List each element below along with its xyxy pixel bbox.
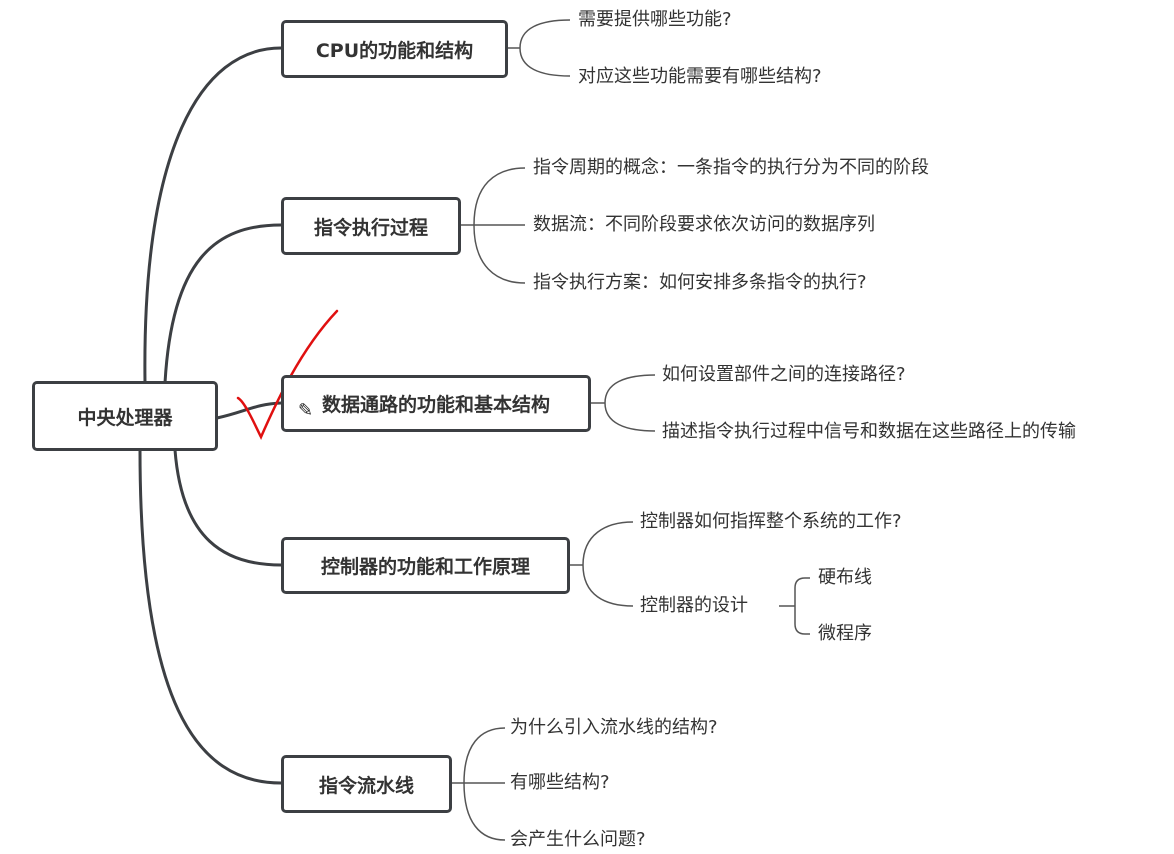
leaf-node-controller-design[interactable]: 控制器的设计: [640, 595, 748, 616]
leaf-node[interactable]: 微程序: [818, 623, 872, 644]
edge-root-branch-4: [173, 449, 282, 567]
leaf-node[interactable]: 会产生什么问题?: [510, 829, 646, 850]
pencil-icon: ✎: [298, 400, 314, 421]
leaf-node[interactable]: 对应这些功能需要有哪些结构?: [578, 66, 822, 87]
checkmark-icon: [236, 309, 339, 440]
bracket-branch-1: [507, 19, 571, 77]
leaf-node[interactable]: 描述指令执行过程中信号和数据在这些路径上的传输: [662, 421, 1076, 442]
bracket-controller-design: [779, 577, 810, 635]
edge-root-branch-1: [143, 46, 282, 384]
branch-node-cpu-function-structure[interactable]: CPU的功能和结构: [281, 20, 508, 78]
bracket-branch-5: [451, 727, 506, 841]
branch-node-controller[interactable]: 控制器的功能和工作原理: [281, 537, 570, 594]
leaf-node[interactable]: 硬布线: [818, 567, 872, 588]
edge-root-branch-5: [138, 449, 282, 785]
leaf-node[interactable]: 如何设置部件之间的连接路径?: [662, 364, 906, 385]
leaf-node[interactable]: 有哪些结构?: [510, 772, 610, 793]
edge-root-branch-2: [163, 223, 282, 384]
branch-node-pipeline[interactable]: 指令流水线: [281, 755, 452, 813]
bracket-branch-3: [590, 374, 656, 432]
bracket-branch-2: [460, 167, 526, 284]
leaf-node[interactable]: 为什么引入流水线的结构?: [510, 717, 718, 738]
edge-root-branch-3: [216, 401, 282, 420]
leaf-node[interactable]: 控制器如何指挥整个系统的工作?: [640, 511, 902, 532]
branch-node-instruction-execution[interactable]: 指令执行过程: [281, 197, 461, 255]
leaf-node[interactable]: 指令周期的概念：一条指令的执行分为不同的阶段: [533, 157, 929, 178]
leaf-node[interactable]: 数据流：不同阶段要求依次访问的数据序列: [533, 214, 875, 235]
root-node[interactable]: 中央处理器: [32, 381, 218, 451]
branch-node-datapath[interactable]: 数据通路的功能和基本结构: [281, 375, 591, 432]
bracket-branch-4: [569, 521, 634, 607]
leaf-node[interactable]: 需要提供哪些功能?: [578, 9, 732, 30]
leaf-node[interactable]: 指令执行方案：如何安排多条指令的执行?: [533, 272, 867, 293]
